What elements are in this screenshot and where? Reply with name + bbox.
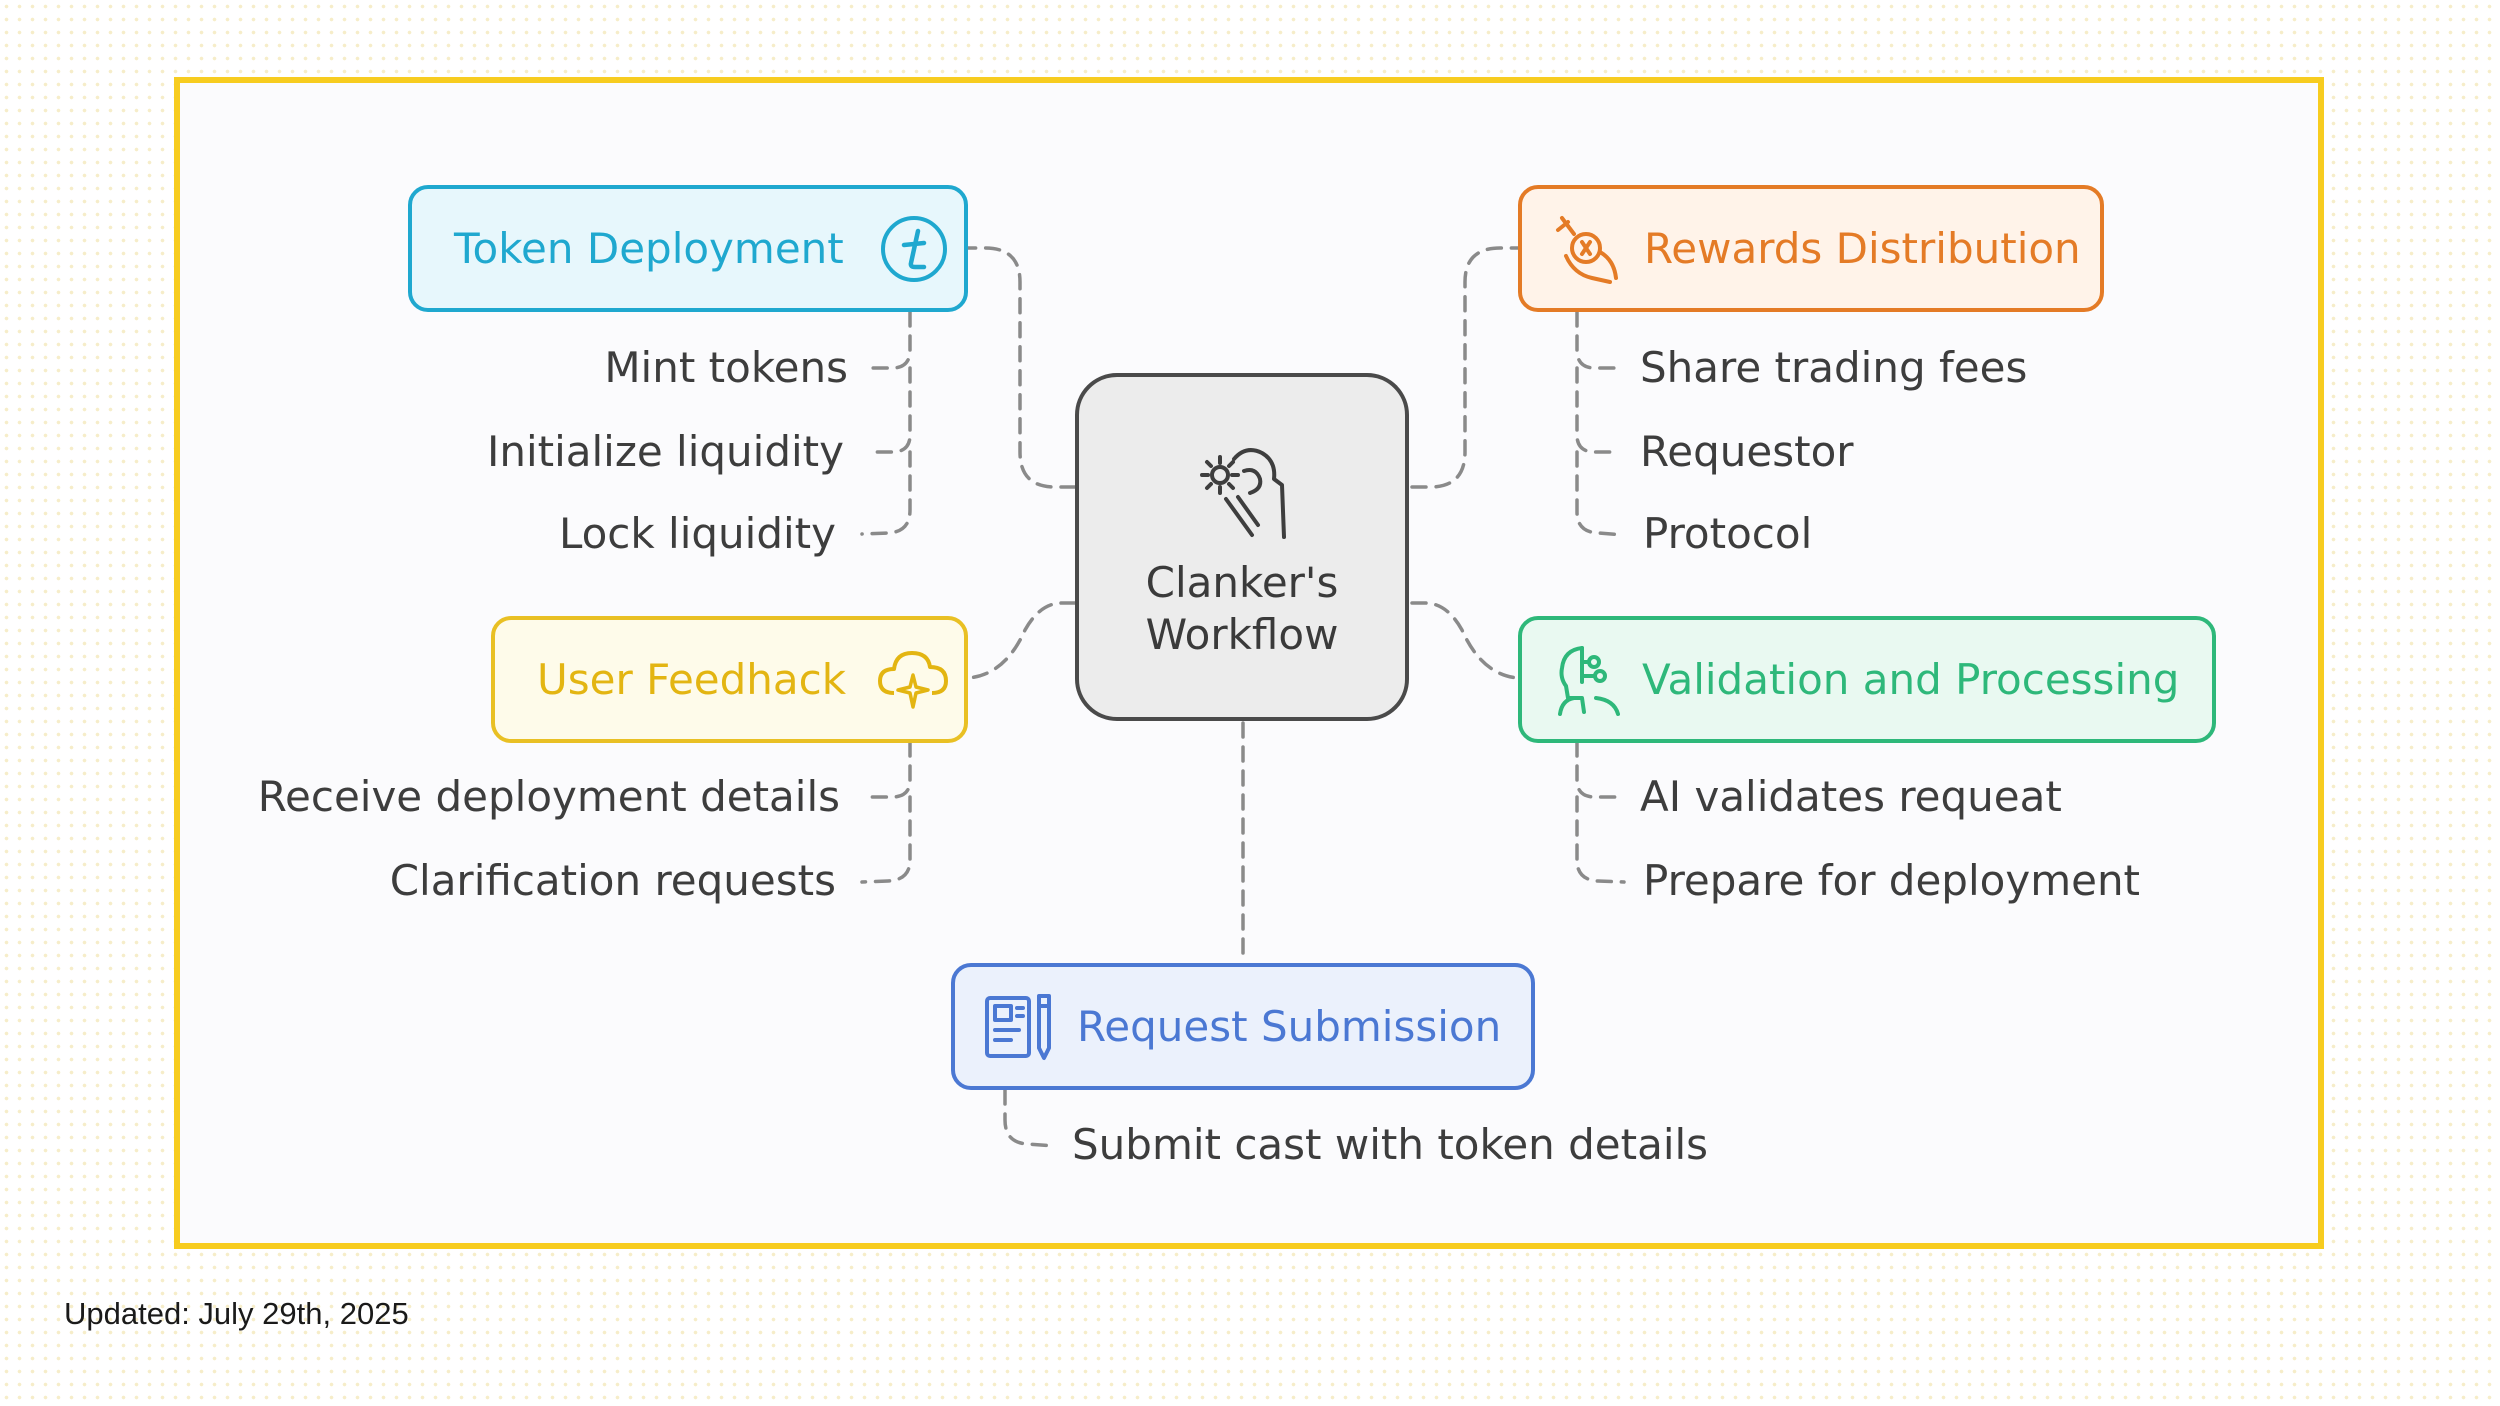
rewards-distribution-item: Requestor [1640,427,1854,476]
connector-protocol [1575,450,1626,537]
connector-validation-processing [1410,601,1520,680]
validation-processing-label: Validation and Processing [1642,655,2180,704]
connector-ai-validates [1575,740,1620,799]
hand-gear-icon [1200,448,1286,539]
connector-user-feedback [966,601,1077,680]
token-deployment-item: Lock liquidity [558,509,836,558]
rewards-distribution-label: Rewards Distribution [1644,224,2081,273]
form-pen-icon [985,993,1051,1060]
user-feedback-item: Receive deployment details [257,772,840,821]
hand-coin-icon [1556,215,1618,284]
token-deployment-node: Token Deployment [408,185,968,312]
center-title-line2: Workflow [1145,610,1339,659]
request-submission-item: Submit cast with token details [1072,1120,1709,1169]
token-deployment-item: Mint tokens [604,343,848,392]
rewards-distribution-item: Share trading fees [1640,343,2028,392]
connector-share-fees [1575,310,1620,370]
request-submission-node: Request Submission [951,963,1535,1090]
connector-clarification [860,795,912,884]
validation-processing-item: AI validates requeat [1640,772,2062,821]
user-feedback-label: User Feedhack [537,655,847,704]
connector-prepare-deployment [1575,795,1626,884]
connector-rewards-distribution [1410,246,1520,489]
connector-token-deployment [966,246,1077,489]
validation-processing-item: Prepare for deployment [1643,856,2141,905]
user-feedback-item: Clarification requests [389,856,836,905]
connector-mint-tokens [866,310,912,370]
request-submission-label: Request Submission [1077,1002,1502,1051]
connector-requestor [1575,366,1620,454]
validation-processing-node: Validation and Processing [1518,616,2216,743]
token-deployment-item: Initialize liquidity [486,427,844,476]
token-deployment-label: Token Deployment [454,224,844,273]
connector-receive-details [866,740,912,799]
updated-date: Updated: July 29th, 2025 [64,1296,409,1331]
ai-head-icon [1558,645,1620,716]
connector-lock-liquidity [860,450,912,536]
center-title-line1: Clanker's [1145,558,1339,607]
coin-t-icon [880,215,947,282]
center-node: Clanker's Workflow [1075,373,1409,721]
rewards-distribution-node: Rewards Distribution [1518,185,2104,312]
connector-submit-cast [1003,1088,1056,1148]
connector-initialize-liquidity [866,366,912,454]
user-feedback-node: User Feedhack [491,616,968,743]
cloud-sparkle-icon [878,650,949,709]
rewards-distribution-item: Protocol [1643,509,1813,558]
